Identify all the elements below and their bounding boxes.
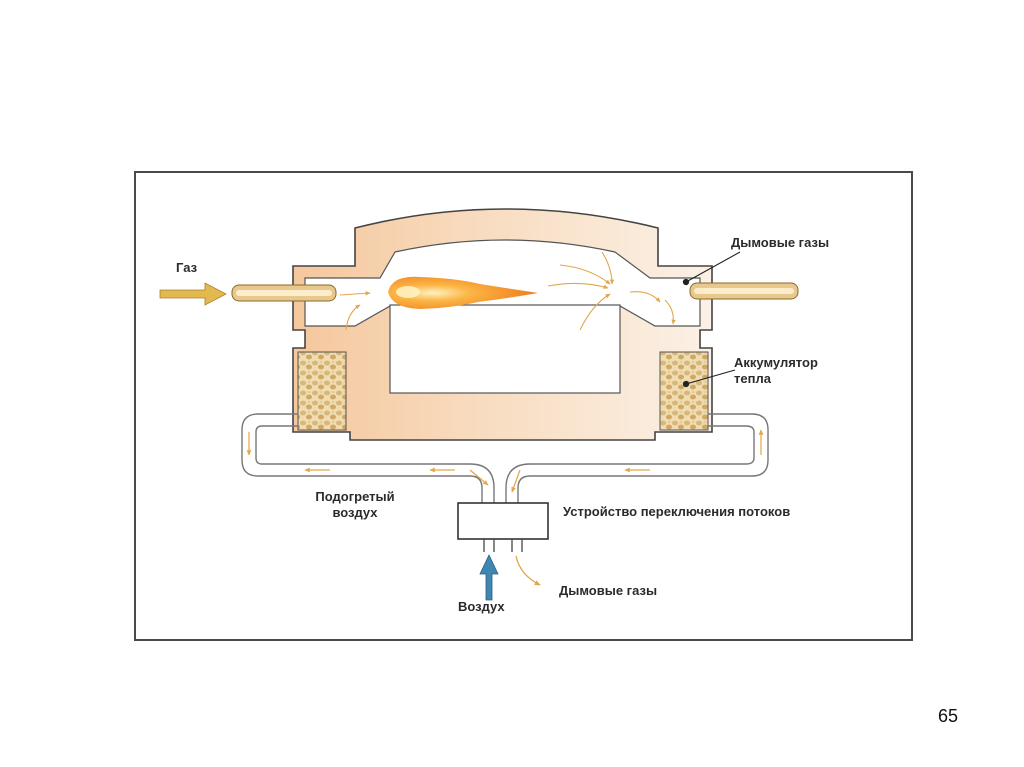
label-flue-gases-top: Дымовые газы (731, 235, 830, 250)
label-flue-gases-bottom: Дымовые газы (559, 583, 658, 598)
flue-out-arrow-icon (515, 555, 541, 586)
air-arrow-icon (479, 554, 499, 601)
chamber-flow-arrows (339, 251, 676, 331)
flow-switch-device (457, 502, 549, 540)
diagram-frame (134, 171, 913, 641)
label-air: Воздух (458, 599, 505, 614)
label-leader-lines (682, 251, 741, 388)
duct-flow-arrows (246, 429, 764, 493)
flame-icon (388, 276, 538, 309)
gas-inlet-pipe (231, 284, 337, 302)
label-preheated-air: Подогретый воздух (315, 489, 395, 520)
heat-accumulator-right (659, 351, 709, 431)
switch-outlet-pipes (483, 539, 523, 552)
label-heat-accumulator: Аккумулятор тепла (734, 355, 818, 386)
heat-accumulator-left (297, 351, 347, 431)
label-gas: Газ (176, 260, 198, 275)
air-ducts (241, 413, 769, 505)
label-switch-device: Устройство переключения потоков (563, 504, 791, 519)
flue-outlet-pipe (689, 282, 799, 300)
page-number: 65 (938, 706, 959, 726)
furnace-body (292, 208, 713, 441)
gas-arrow-icon (159, 282, 227, 306)
